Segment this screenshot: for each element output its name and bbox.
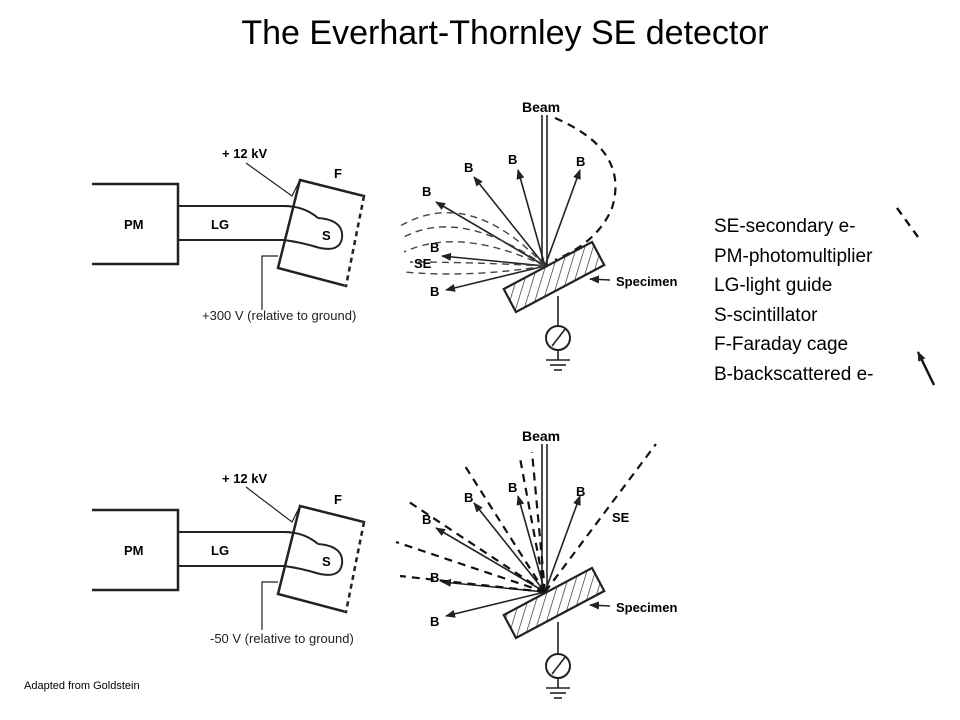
f-label: F	[334, 166, 342, 181]
beam: Beam	[522, 428, 560, 592]
lg-label: LG	[211, 217, 229, 232]
legend-key-arrow	[916, 351, 936, 386]
lg-label: LG	[211, 543, 229, 558]
scintillator: S	[178, 205, 344, 250]
page-title: The Everhart-Thornley SE detector	[241, 14, 769, 52]
ground-meter	[545, 296, 571, 371]
hv-label: + 12 kV	[222, 471, 268, 486]
pm-label: PM	[124, 217, 144, 232]
voltage-lead: -50 V (relative to ground)	[210, 581, 354, 646]
legend-key-dashed	[896, 207, 919, 238]
b-label: B	[422, 184, 431, 199]
legend-item-lg: LG-light guide	[714, 275, 833, 296]
legend-item-pm: PM-photomultiplier	[714, 245, 873, 267]
specimen-label: Specimen	[616, 274, 677, 289]
b-label: B	[430, 614, 439, 629]
ground-meter	[545, 622, 571, 699]
s-label: S	[322, 554, 331, 569]
backscattered-electrons: B B B B B B	[422, 480, 585, 629]
specimen: Specimen	[502, 240, 677, 314]
secondary-electron-paths: SE	[395, 443, 657, 594]
photomultiplier: PM	[92, 508, 180, 592]
legend-item-se: SE-secondary e-	[714, 216, 856, 237]
scintillator: S	[178, 531, 344, 576]
legend: SE-secondary e- PM-photomultiplier LG-li…	[714, 212, 873, 389]
faraday-cage: F	[276, 166, 366, 288]
b-label: B	[576, 484, 585, 499]
s-label: S	[322, 228, 331, 243]
beam-label: Beam	[522, 99, 560, 115]
bottom-diagram: PM LG F S + 12 kV -50 V (relative to gro…	[92, 428, 677, 699]
hv-lead: + 12 kV	[222, 471, 301, 523]
legend-item-f: F-Faraday cage	[714, 334, 849, 355]
credit: Adapted from Goldstein	[24, 680, 140, 692]
b-label: B	[576, 154, 585, 169]
hv-label: + 12 kV	[222, 146, 268, 161]
hv-lead: + 12 kV	[222, 146, 301, 197]
specimen-label: Specimen	[616, 600, 677, 615]
top-diagram: PM LG F S + 12 kV +300 V (relative to gr…	[92, 99, 677, 371]
legend-item-b: B-backscattered e-	[714, 363, 874, 385]
secondary-electron-paths: SE	[399, 212, 546, 275]
se-label: SE	[612, 510, 630, 525]
f-label: F	[334, 492, 342, 507]
legend-item-s: S-scintillator	[714, 304, 818, 326]
b-label: B	[508, 480, 517, 495]
beam-halo	[554, 116, 617, 262]
voltage-label: +300 V (relative to ground)	[202, 308, 356, 323]
b-label: B	[422, 512, 431, 527]
voltage-label: -50 V (relative to ground)	[210, 631, 354, 646]
photomultiplier: PM	[92, 182, 180, 266]
b-label: B	[430, 240, 439, 255]
b-label: B	[464, 490, 473, 505]
beam: Beam	[522, 99, 560, 266]
voltage-lead: +300 V (relative to ground)	[202, 255, 356, 323]
b-label: B	[430, 570, 439, 585]
b-label: B	[430, 284, 439, 299]
pm-label: PM	[124, 543, 144, 558]
specimen: Specimen	[502, 566, 677, 640]
se-label: SE	[414, 256, 432, 271]
b-label: B	[508, 152, 517, 167]
b-label: B	[464, 160, 473, 175]
faraday-cage: F	[276, 492, 366, 614]
backscattered-electrons: B B B B B B	[422, 152, 585, 299]
beam-label: Beam	[522, 428, 560, 444]
